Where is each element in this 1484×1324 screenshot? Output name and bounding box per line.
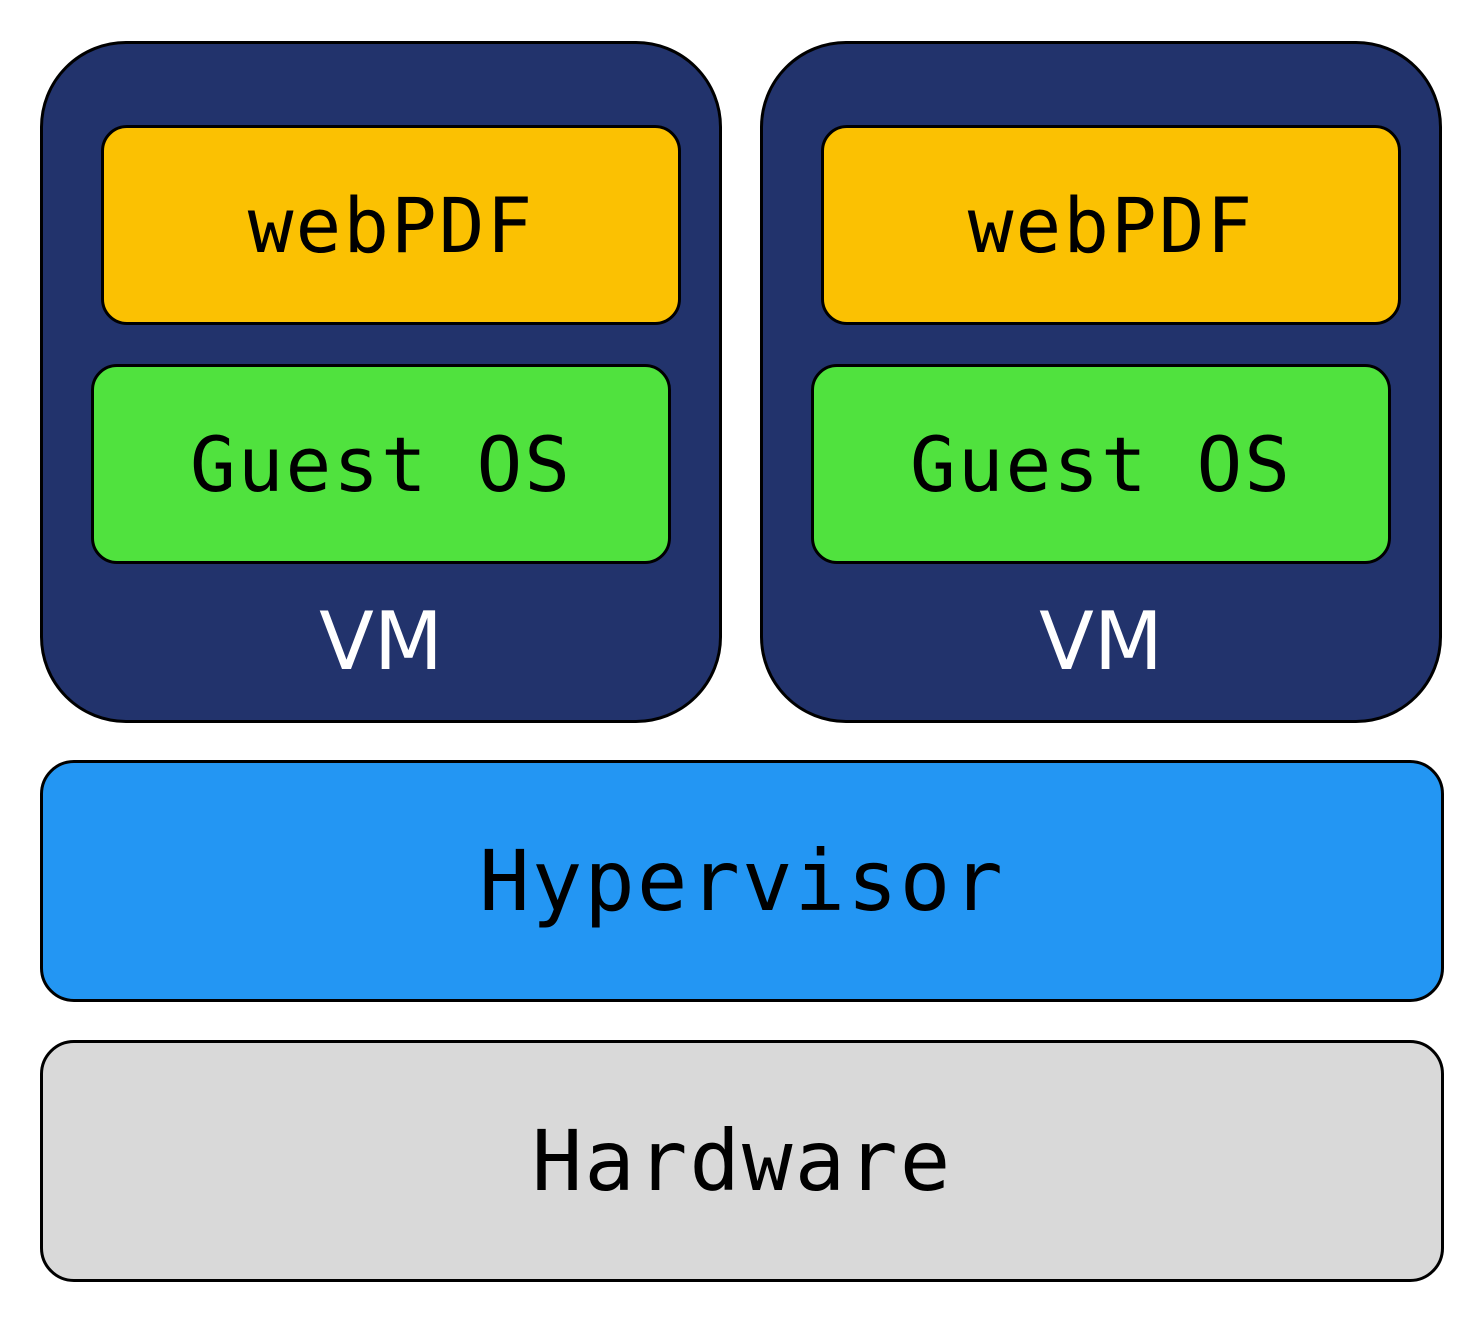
webpdf-app-label: webPDF <box>967 180 1255 270</box>
vm-container: webPDF Guest OS VM <box>760 41 1442 723</box>
guest-os-box: Guest OS <box>91 364 671 564</box>
webpdf-app-box: webPDF <box>101 125 681 325</box>
webpdf-app-box: webPDF <box>821 125 1401 325</box>
hypervisor-layer: Hypervisor <box>40 760 1444 1002</box>
guest-os-box: Guest OS <box>811 364 1391 564</box>
vm-label: VM <box>1039 595 1163 688</box>
guest-os-label: Guest OS <box>909 419 1293 509</box>
hypervisor-label: Hypervisor <box>479 832 1005 930</box>
hardware-layer: Hardware <box>40 1040 1444 1282</box>
hardware-label: Hardware <box>531 1112 953 1210</box>
webpdf-app-label: webPDF <box>247 180 535 270</box>
vm-container: webPDF Guest OS VM <box>40 41 722 723</box>
guest-os-label: Guest OS <box>189 419 573 509</box>
vm-label: VM <box>319 595 443 688</box>
